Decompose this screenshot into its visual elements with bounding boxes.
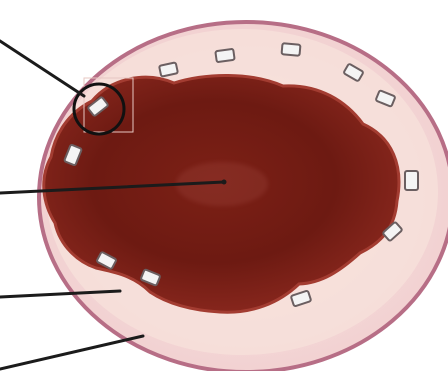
center-pointer-end [222, 180, 227, 185]
cell-1 [159, 62, 178, 76]
cell-3 [282, 43, 301, 56]
cell-2 [215, 49, 234, 62]
cell-6 [405, 171, 418, 190]
